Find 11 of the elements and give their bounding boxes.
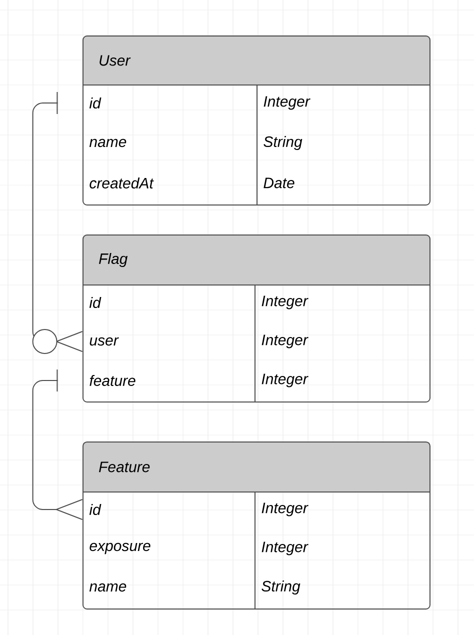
relationship-line [32, 369, 83, 520]
table-row: createdAt Date [90, 178, 294, 189]
table-row: name String [89, 136, 302, 150]
relationship-line [32, 92, 83, 354]
table-row: feature Integer [90, 374, 308, 388]
table-row: exposure Integer [90, 542, 308, 556]
table-row: id Integer [89, 296, 308, 310]
table-row: user Integer [90, 334, 308, 348]
table-row: name String [89, 580, 300, 594]
table-row: id Integer [89, 96, 310, 110]
table-row: id Integer [89, 502, 308, 516]
